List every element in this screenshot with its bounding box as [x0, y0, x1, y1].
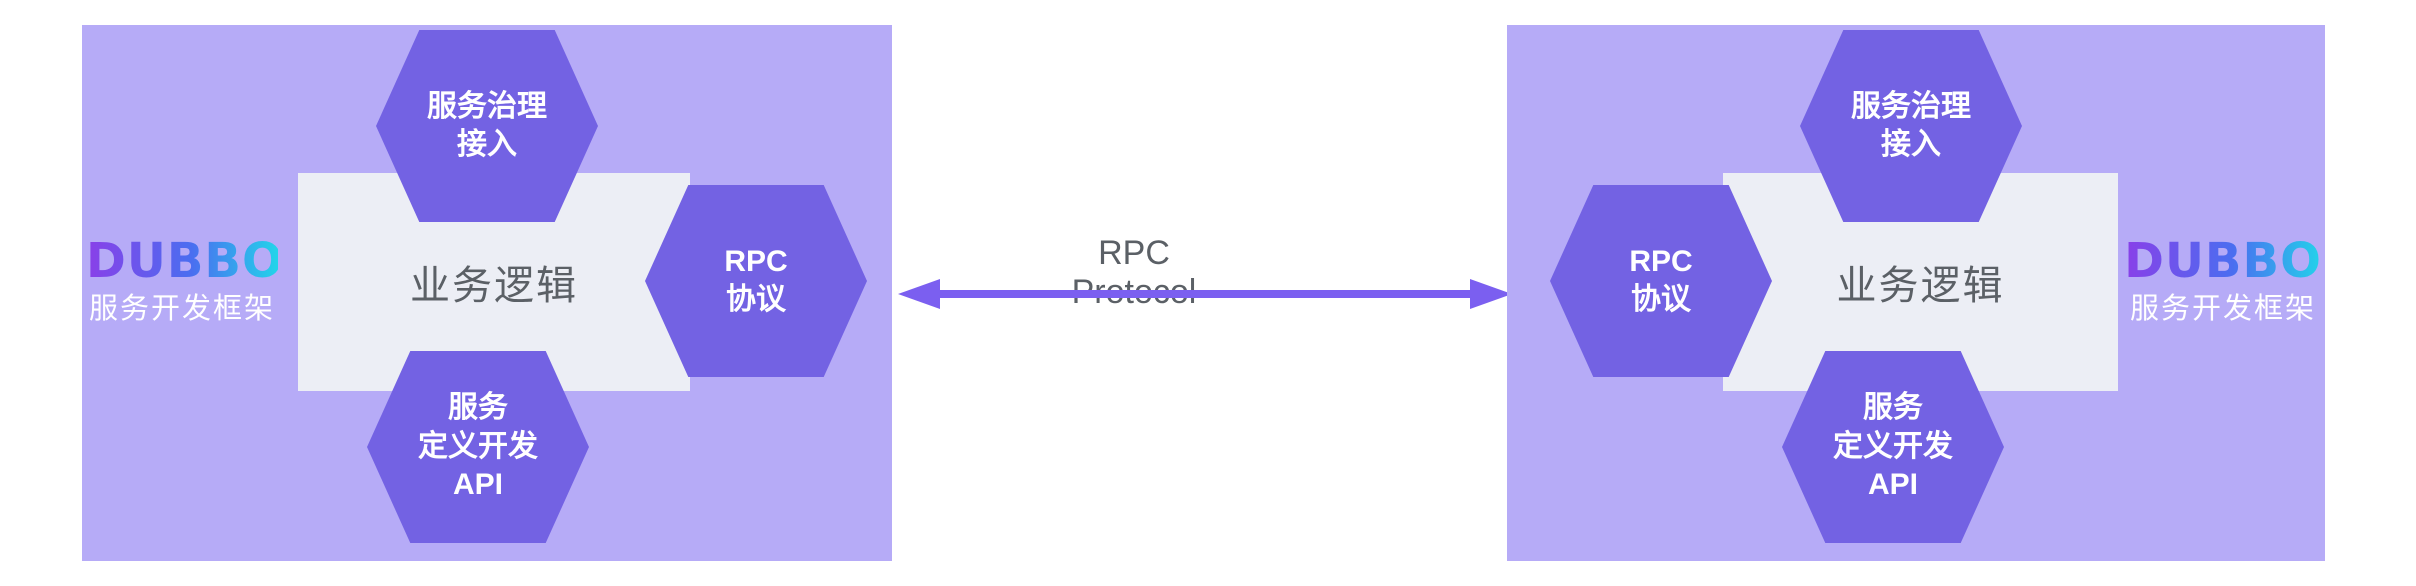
- dubbo-logo: DUBBO 服务开发框架: [86, 233, 284, 325]
- rpc-protocol-hexagon: RPC 协议: [645, 185, 867, 377]
- bidirectional-arrow: [898, 279, 1512, 309]
- service-api-hexagon: 服务 定义开发 API: [367, 351, 589, 543]
- dubbo-subtitle: 服务开发框架: [2129, 293, 2316, 325]
- service-governance-hexagon: 服务治理 接入: [1800, 30, 2022, 222]
- service-governance-hexagon: 服务治理 接入: [376, 30, 598, 222]
- rpc-protocol-hexagon: RPC 协议: [1550, 185, 1772, 377]
- right-framework-panel: RPC 协议 业务逻辑 服务治理 接入 服务 定义开发 API DUBBO 服务…: [1507, 25, 2325, 561]
- dubbo-logo: DUBBO 服务开发框架: [2123, 237, 2323, 324]
- left-framework-panel: DUBBO 服务开发框架 业务逻辑 服务治理 接入 RPC 协议 服务 定义开发…: [82, 25, 892, 561]
- service-api-hexagon: 服务 定义开发 API: [1782, 351, 2004, 543]
- arrow-shaft: [932, 290, 1478, 298]
- dubbo-brand-text: DUBBO: [86, 233, 284, 289]
- dubbo-subtitle: 服务开发框架: [88, 293, 275, 325]
- right-arrowhead-icon: [1470, 279, 1512, 309]
- dubbo-brand-text: DUBBO: [2124, 233, 2322, 289]
